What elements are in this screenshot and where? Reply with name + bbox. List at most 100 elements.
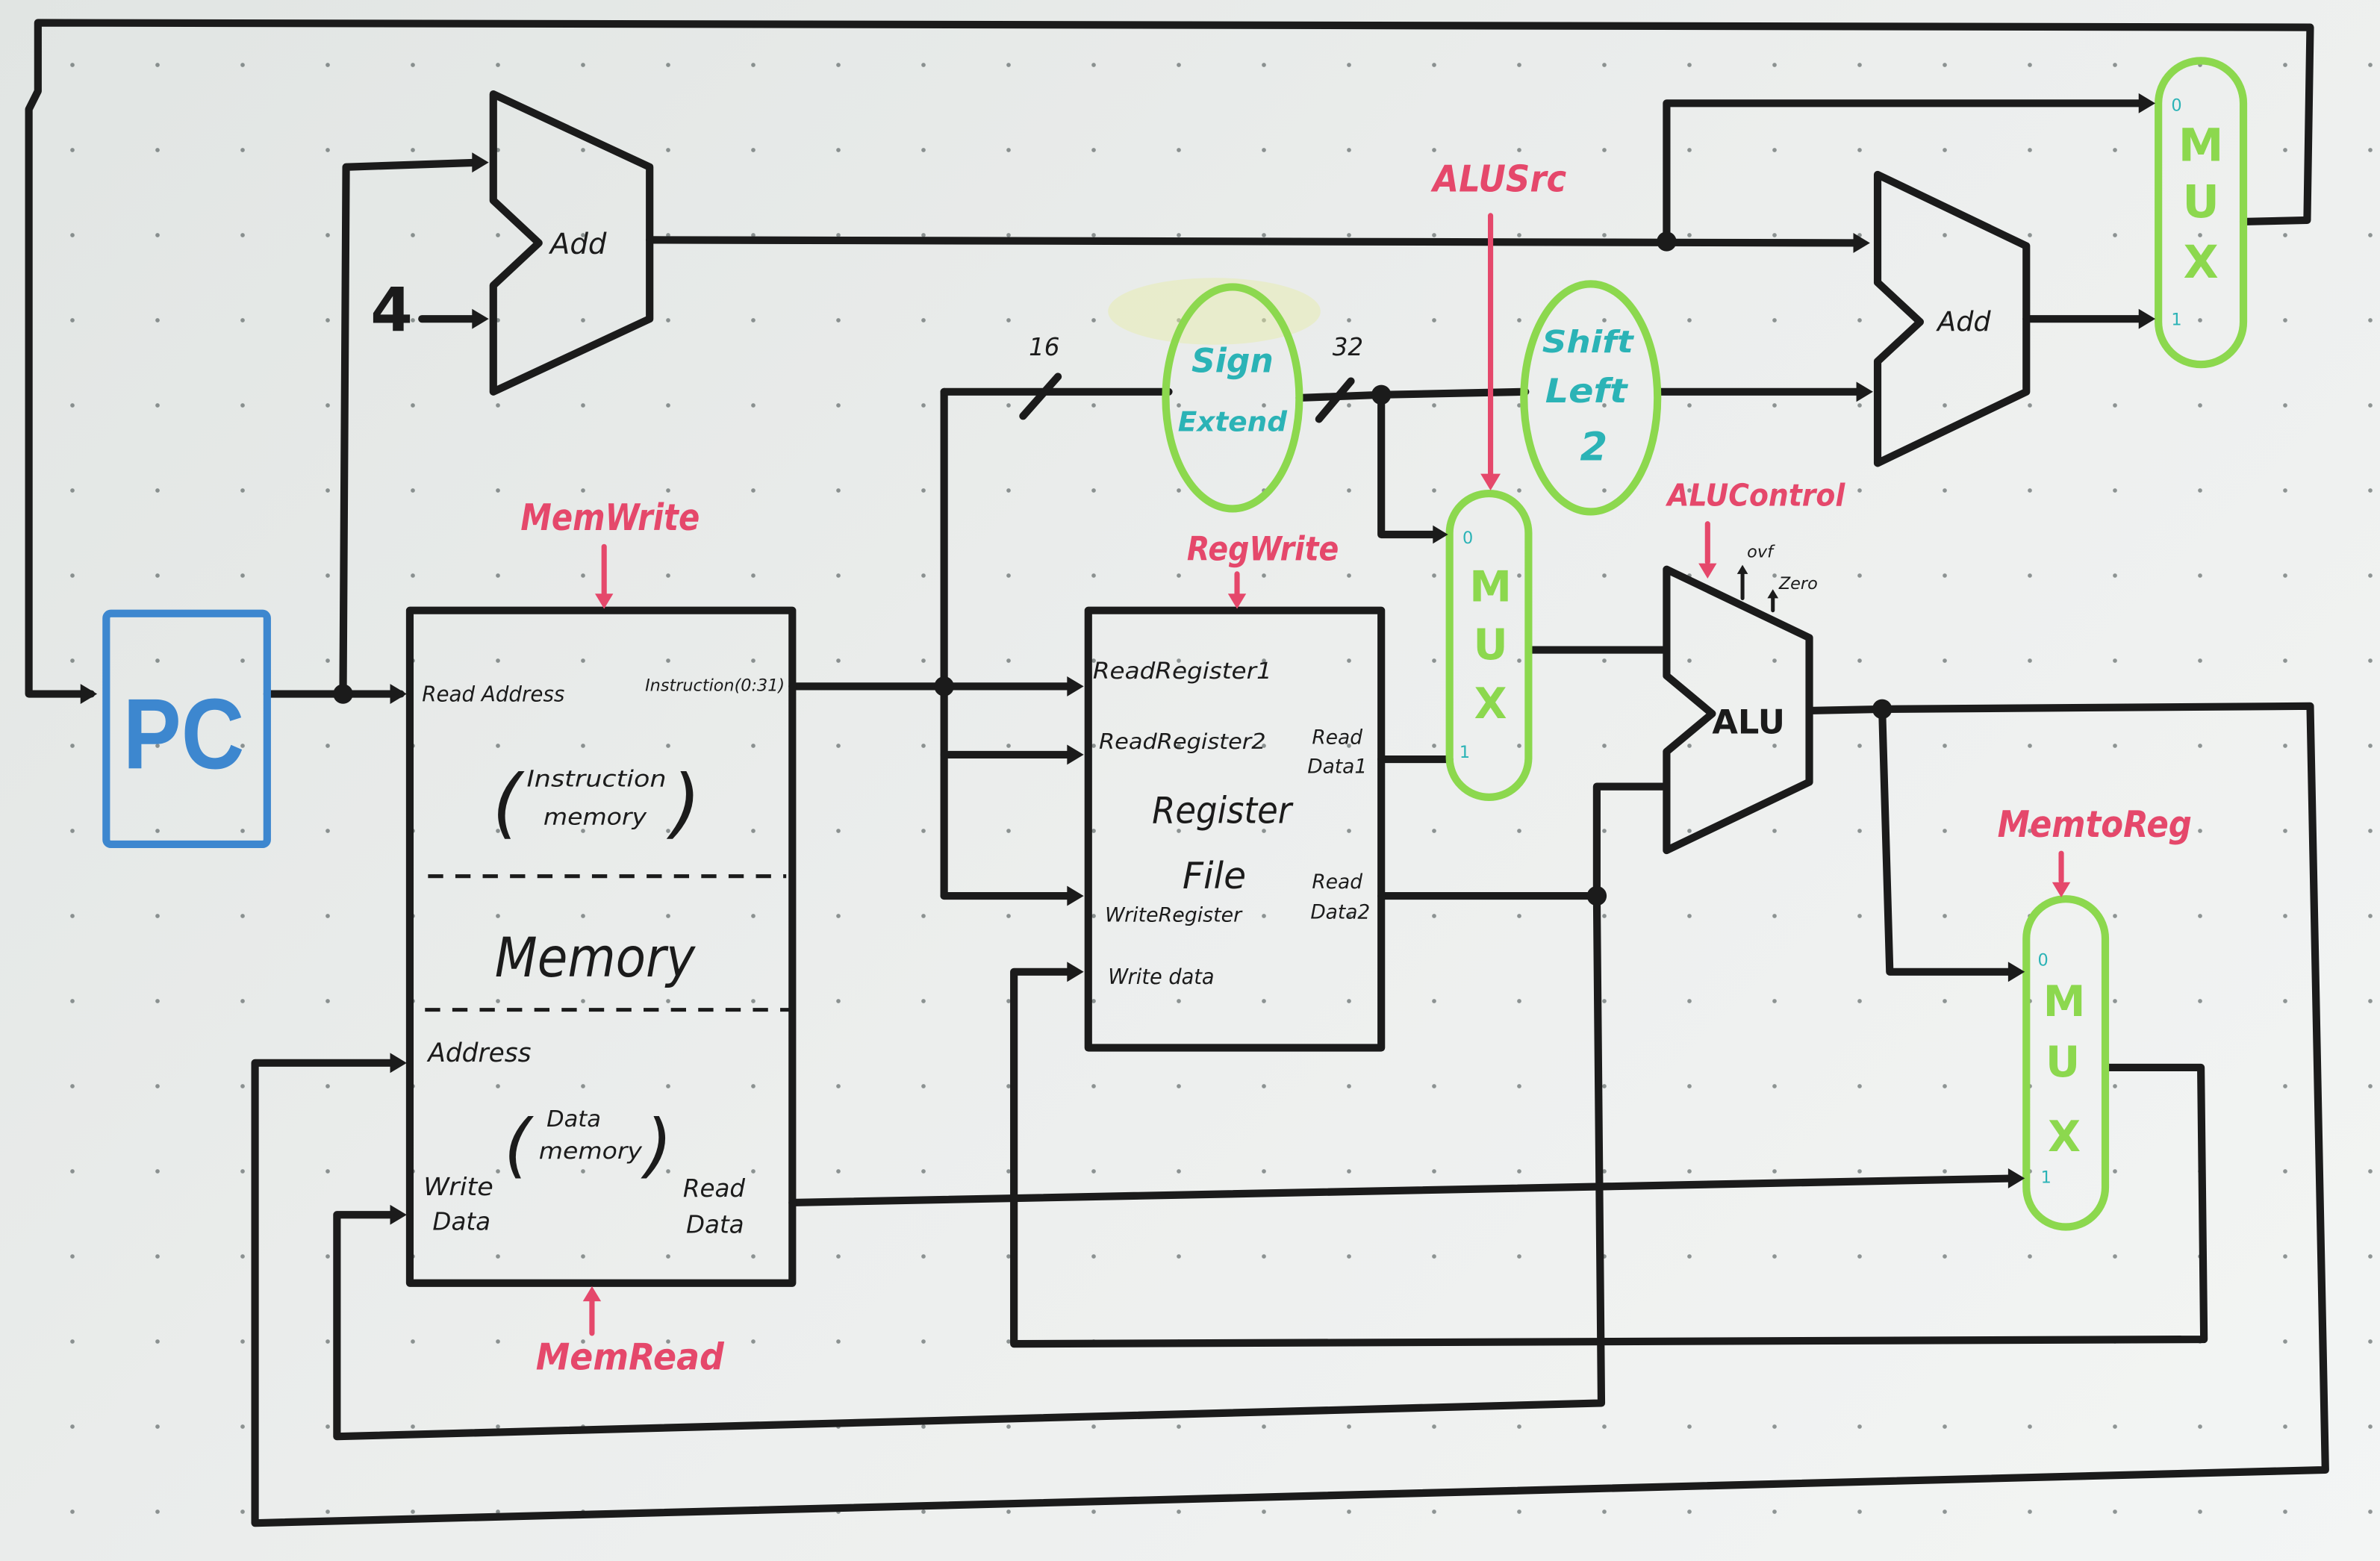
write-data-label-line1: Write [423,1173,493,1201]
pc-box [102,609,271,849]
bus-slash-32 [1315,377,1355,423]
read-data-1-label-line2: Data1 [1307,755,1367,778]
data-memory-label-line1: Data [546,1106,601,1132]
alu-shape [1663,565,1813,855]
mux-letter: U [2046,1038,2080,1087]
constant-four: 4 [370,275,413,346]
wire-read-data-to-memtoreg-mux [788,1174,2020,1207]
arrowhead [2007,1168,2025,1188]
junction-dot [934,676,954,697]
mux-letter: X [2184,236,2219,289]
arrowhead [390,1053,407,1074]
wire-memtoreg-mux-to-write-data [1010,968,2208,1348]
data-memory-label-line2: memory [539,1138,643,1165]
mux-letter: M [2043,977,2086,1026]
highlighter-smudge [1108,278,1321,345]
arrowhead [2007,962,2025,982]
memory-box [405,606,797,1287]
arrowhead [1480,473,1501,490]
mem-to-reg-mux: M U X 0 1 [2022,895,2110,1231]
arrowhead [1433,525,1448,544]
pc-mux: M U X 0 1 [2155,57,2248,369]
mux-input-1-label: 1 [2171,310,2181,329]
junction-dot [1657,231,1677,252]
arrowheads [80,93,2156,1302]
bus-width-16: 16 [1029,333,1059,361]
arrowhead [390,1204,407,1225]
register-write-data-label: Write data [1108,965,1214,989]
zero-label: Zero [1778,574,1818,593]
instruction-memory-label-line1: Instruction [527,767,667,793]
shift-left-shape [1520,280,1662,516]
register-file-title-line2: File [1183,855,1246,897]
arrowhead [1853,233,1870,253]
mem-to-reg-signal: MemtoReg [1998,803,2192,846]
mux-letter: X [2048,1112,2081,1162]
junction-dot [1586,885,1607,906]
pc-adder-shape [489,90,654,396]
junction-dot [333,684,353,704]
shift-left-label-line2: Left [1545,371,1629,411]
alu-src-mux: M U X 0 1 [1445,489,1533,801]
read-data-label-line2: Data [686,1211,744,1239]
read-address-label: Read Address [422,682,564,707]
arrowhead [582,1286,602,1302]
bus-slash-16 [1019,373,1062,420]
mux-input-0-label: 0 [1462,529,1473,548]
sign-extend: Sign Extend [1162,283,1303,513]
alu-label: ALU [1712,702,1785,741]
register-file-box [1084,606,1386,1052]
pc-label: PC [123,679,245,790]
arrowhead [2138,308,2156,329]
shift-left-2: Shift Left 2 [1520,280,1662,516]
mux-input-1-label: 1 [1460,743,1470,762]
read-data-label-line1: Read [683,1174,746,1203]
wire-to-shift-left [1377,387,1530,399]
write-data-label-line2: Data [432,1208,490,1236]
write-register-label: WriteRegister [1105,904,1243,927]
instruction-memory-close-paren: ) [666,759,701,847]
arrowhead [80,684,98,704]
mux-input-0-label: 0 [2171,96,2181,115]
memory-title: Memory [495,926,697,990]
pc-mux-shape [2155,57,2248,369]
arrowhead [472,308,489,329]
wire-pc-to-adder [339,158,484,698]
arrowhead [2052,882,2071,898]
bus-width-32: 32 [1333,333,1363,361]
arrowhead [472,152,489,173]
wire-alu-to-memtoreg-mux [1878,705,2020,976]
arrowhead [1067,676,1084,697]
instruction-memory-label-line2: memory [543,804,647,830]
arrowhead [595,593,614,609]
mem-write-signal: MemWrite [520,496,700,539]
instruction-output-label: Instruction(0:31) [645,676,785,695]
sign-extend-label-line2: Extend [1178,406,1288,438]
junction-dot [1371,384,1392,405]
sign-extend-shape [1162,283,1303,513]
arrowhead [1227,593,1247,609]
arrowhead [1067,744,1084,765]
bus-width-marks: 16 32 [1019,333,1363,423]
reg-write-signal: RegWrite [1187,529,1339,569]
read-register-2-label: ReadRegister2 [1099,729,1266,754]
mux-letter: M [2178,119,2224,172]
alu-src-mux-shape [1445,489,1533,801]
pc-adder-label: Add [548,228,607,261]
arrowhead [1698,563,1717,579]
pc-adder: Add [489,90,654,396]
wire-read-data-2-to-write-data [333,892,1606,1441]
wire-alu-to-address [251,702,2329,1527]
branch-adder-shape [1873,170,2031,467]
register-file-title-line1: Register [1152,789,1294,832]
register-file: ReadRegister1 ReadRegister2 Register Fil… [1084,606,1386,1052]
wire-read-data-2-to-alu [1592,782,1671,900]
wire-to-alu-src-mux-0 [1377,390,1443,539]
read-data-2-label-line1: Read [1312,870,1362,894]
mux-letter: M [1469,562,1512,611]
read-data-2-label-line2: Data2 [1310,901,1370,924]
sign-extend-label-line1: Sign [1191,340,1274,380]
junction-dot [1872,699,1893,720]
